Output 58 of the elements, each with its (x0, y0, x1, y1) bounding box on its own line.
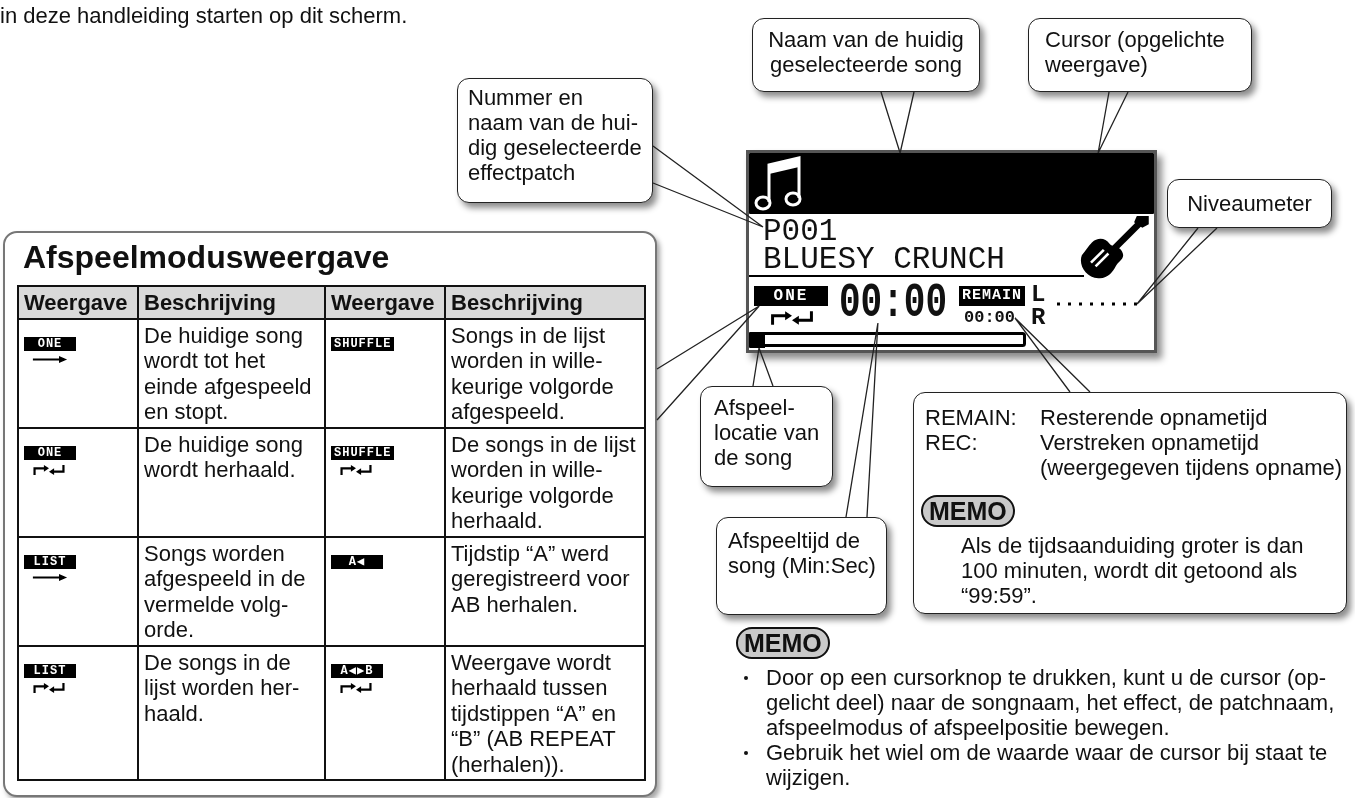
term-text: REC: (925, 430, 979, 455)
table-cell: De huidige song wordt herhaald. (138, 427, 325, 537)
column-header: Weergave (18, 286, 138, 319)
play-time-display: 00:00 (839, 283, 947, 323)
table-cell: Tijdstip “A” werd geregistreerd voor AB herhalen. (445, 536, 645, 646)
progress-bar (749, 332, 1026, 348)
channel-label: L (1031, 284, 1046, 306)
table-cell: De huidige song wordt tot het einde afgespeeld en stopt. (138, 318, 325, 428)
callout-box: Afspeeltijd de song (Min:Sec) (716, 517, 887, 615)
mode-indicator: SHUFFLE (331, 445, 395, 460)
callout-pointer (1014, 317, 1091, 393)
column-header: Weergave (325, 286, 445, 319)
term-text: REMAIN: (925, 405, 1018, 430)
intro-text: in deze handleiding starten op dit scherm. (0, 3, 408, 28)
mode-indicator: ONE (754, 286, 828, 306)
callout-box: Afspeel-locatie van de song (700, 386, 833, 487)
description-text: Verstreken opnametijd (weergegeven tijdens opname) (1040, 430, 1344, 480)
note-text: Als de tijdsaanduiding groter is dan 100 minuten, wordt dit getoond als “99:59”. (961, 533, 1305, 608)
bullet-text: Door op een cursorknop te drukken, kunt u de cursor (op-gelicht deel) naar de songnaam, het effect, de patchnaam, afspeelmodus of afspeelpositie bewegen. (766, 665, 1336, 740)
remaining-time-display: 00:00 (964, 310, 1015, 326)
highlight-bar (749, 153, 1154, 214)
mode-indicator: LIST (24, 554, 76, 569)
level-meter (1056, 300, 1137, 308)
callout-box: Naam van de huidig geselecteerde song (752, 18, 980, 92)
mode-indicator: LIST (24, 663, 76, 678)
callout-box (913, 392, 1347, 614)
callout-pointer (1097, 91, 1129, 154)
channel-label: R (1031, 307, 1046, 329)
table-cell: Weergave wordt herhaald tussen tijdstippen “A” en “B” (AB REPEAT (herhalen)). (445, 645, 645, 780)
lcd-screen (746, 150, 1157, 353)
callout-box: Nummer en naam van de hui-dig geselecteerde effectpatch (457, 78, 653, 203)
column-header: Beschrijving (445, 286, 645, 319)
callout-pointer (652, 145, 764, 228)
description-text: Resterende opnametijd (1040, 405, 1269, 430)
callout-panel (3, 231, 657, 797)
table-cell: De songs in de lijst worden her-haald. (138, 645, 325, 780)
mode-indicator: ONE (24, 336, 76, 351)
callout-pointer (752, 347, 774, 387)
bullet-text: Gebruik het wiel om de waarde waar de cursor bij staat te wijzigen. (766, 740, 1329, 790)
table-cell: Songs in de lijst worden in wille-keurige volgorde afgespeeld. (445, 318, 645, 428)
mode-indicator: A◀ (331, 554, 383, 569)
callout-pointer (656, 305, 760, 421)
column-header: Beschrijving (138, 286, 325, 319)
callout-pointer (1136, 227, 1218, 305)
callout-pointer (845, 322, 879, 518)
table-cell: De songs in de lijst worden in wille-keurige volgorde herhaald. (445, 427, 645, 537)
panel-title: Afspeelmodusweergave (23, 238, 391, 277)
callout-pointer (880, 91, 915, 154)
mode-indicator: A◀▶B (331, 663, 383, 678)
memo-tag: MEMO (921, 495, 1015, 527)
table-cell: Songs worden afgespeeld in de vermelde volg-orde. (138, 536, 325, 646)
memo-tag: MEMO (736, 627, 830, 659)
lcd-text: P001 BLUESY CRUNCH (763, 218, 1005, 274)
mode-indicator: ONE (24, 445, 76, 460)
remain-indicator: REMAIN (959, 286, 1025, 306)
callout-box: Cursor (opgelichte weergave) (1028, 18, 1252, 92)
callout-box: Niveaumeter (1167, 179, 1332, 228)
mode-indicator: SHUFFLE (331, 336, 395, 351)
